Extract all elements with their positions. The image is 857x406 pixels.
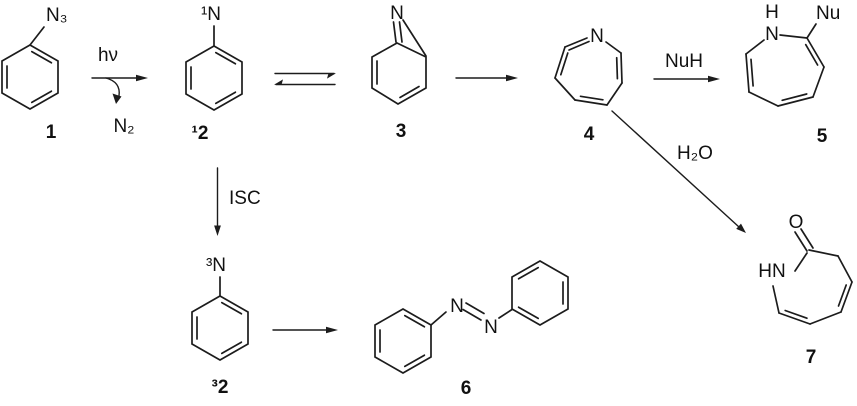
structure-ketenimine: N 4 bbox=[554, 26, 623, 145]
nuh-label: NuH bbox=[665, 51, 703, 72]
singlet-n-label: ¹N bbox=[201, 4, 221, 25]
harpoon-left bbox=[274, 79, 283, 85]
azide-label: N₃ bbox=[46, 5, 67, 26]
arrowhead-diagonal bbox=[736, 223, 746, 233]
ketenimine-n-label: N bbox=[590, 26, 604, 47]
benzene-ring bbox=[191, 295, 249, 361]
compound-4-number: 4 bbox=[584, 124, 595, 145]
compound-5-number: 5 bbox=[817, 126, 828, 147]
azirine-n-label: N bbox=[390, 3, 404, 24]
compound-2s-number: ¹2 bbox=[192, 123, 209, 144]
compound-6-number: 6 bbox=[461, 378, 472, 399]
arrowhead-right bbox=[506, 74, 518, 82]
carbonyl-o-label: O bbox=[789, 212, 804, 233]
azide-bond bbox=[29, 26, 45, 46]
compound-3-number: 3 bbox=[396, 121, 407, 142]
benzene-ring-right bbox=[511, 260, 569, 326]
arrowhead-down bbox=[214, 225, 221, 236]
structure-triplet-nitrene: ³N ³2 bbox=[191, 255, 249, 398]
compound-1-number: 1 bbox=[46, 122, 57, 143]
structure-phenyl-azide: N₃ 1 bbox=[1, 5, 67, 143]
isc-arrow: ISC bbox=[214, 167, 261, 236]
n2-loss-curve bbox=[105, 77, 120, 97]
azo-n1-label: N bbox=[450, 296, 464, 317]
arrowhead-right bbox=[136, 74, 148, 82]
nucleophile-arrow: NuH bbox=[653, 51, 720, 83]
structure-azobenzene: N N 6 bbox=[374, 260, 569, 399]
azo-n2-label: N bbox=[484, 317, 498, 338]
hydrolysis-arrow: H₂O bbox=[611, 110, 746, 233]
harpoon-right bbox=[327, 73, 336, 79]
benzene-ring bbox=[185, 45, 243, 111]
equilibrium-arrows bbox=[274, 72, 336, 86]
structure-benzazirine: N 3 bbox=[371, 3, 427, 142]
ring-n-bond-left bbox=[430, 311, 447, 326]
azirine-n-c-bond bbox=[402, 19, 427, 57]
azepine-n-label: N bbox=[765, 24, 779, 45]
benzene-ring-left bbox=[374, 308, 432, 374]
isc-label: ISC bbox=[229, 188, 261, 209]
photolysis-arrow: hν N₂ bbox=[91, 45, 148, 137]
carbonyl-bond bbox=[794, 231, 808, 252]
nh-h-label: H bbox=[765, 2, 779, 23]
ring-expansion-arrow bbox=[455, 74, 518, 82]
hv-label: hν bbox=[98, 45, 118, 66]
arrowhead-right bbox=[326, 326, 338, 334]
benzene-ring bbox=[1, 44, 59, 110]
dimerization-arrow bbox=[272, 326, 338, 334]
nu-bond bbox=[806, 23, 817, 39]
h2o-label: H₂O bbox=[677, 143, 713, 164]
n2-label: N₂ bbox=[113, 116, 134, 137]
arrowhead-down bbox=[112, 93, 122, 104]
ring-n-bond-right bbox=[498, 308, 513, 319]
lactam-hn-label: HN bbox=[758, 261, 785, 282]
triplet-n-label: ³N bbox=[206, 255, 226, 276]
compound-2t-number: ³2 bbox=[212, 377, 229, 398]
structure-azepine-nu: H N Nu 5 bbox=[745, 2, 840, 147]
structure-azepinone: O HN 7 bbox=[758, 212, 853, 368]
arrowhead-right bbox=[708, 75, 720, 83]
structure-singlet-nitrene: ¹N ¹2 bbox=[185, 4, 243, 144]
nu-label: Nu bbox=[816, 3, 840, 24]
compound-7-number: 7 bbox=[806, 347, 817, 368]
